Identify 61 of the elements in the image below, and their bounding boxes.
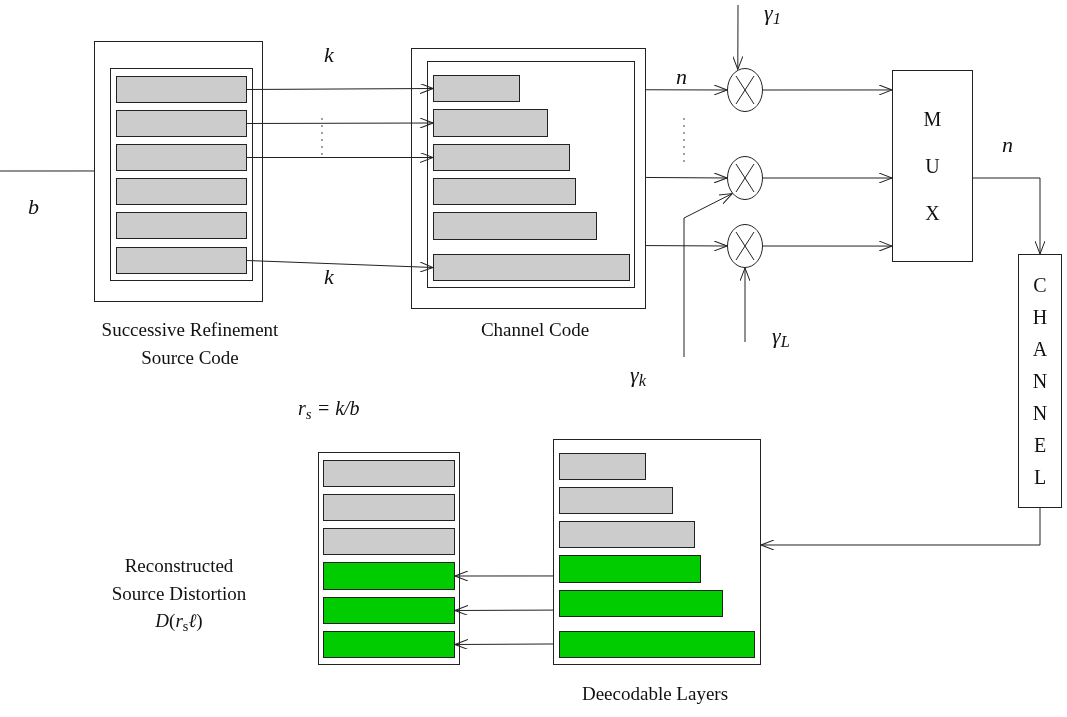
arrow (762, 172, 893, 184)
channel-box (1018, 254, 1062, 508)
layer-bar (116, 76, 247, 103)
layer-bar (433, 254, 630, 281)
arrow (762, 84, 893, 96)
arrow (972, 177, 1046, 255)
layer-bar (116, 110, 247, 137)
layer-bar (323, 597, 455, 624)
rate-formula: r$_{s}$ = k/b (298, 398, 360, 418)
mux-box (892, 70, 973, 262)
layer-bar (323, 631, 455, 658)
source-code-box (94, 41, 263, 302)
layer-bar (433, 144, 570, 171)
reconstructed-box (318, 452, 460, 665)
layer-bar (559, 590, 723, 617)
layer-bar (433, 109, 548, 137)
arrow (762, 240, 893, 252)
layer-bar (559, 453, 646, 480)
layer-bar (116, 212, 247, 239)
arrow (645, 172, 728, 184)
box-caption: Deecodable Layers (580, 682, 730, 706)
arrow (739, 267, 751, 343)
layer-bar (559, 631, 755, 658)
multiplier-circle (727, 68, 763, 112)
arrow (246, 152, 434, 163)
layer-bar (559, 487, 673, 514)
layer-bar (116, 247, 247, 274)
layer-bar (116, 144, 247, 171)
layer-bar (559, 555, 701, 583)
layer-bar (433, 75, 520, 102)
arrow (454, 638, 554, 650)
layer-bar (116, 178, 247, 205)
arrow (645, 240, 728, 252)
arrow (760, 507, 1041, 551)
layer-bar (323, 494, 455, 521)
arrow (732, 4, 744, 70)
layer-bar (433, 178, 576, 205)
layer-bar (433, 212, 597, 240)
arrow (683, 193, 733, 358)
box-caption: Reconstructed Source Distortion D(r$_{s}$ℓ) (110, 554, 248, 635)
inner-box (110, 68, 253, 281)
arrow (246, 83, 434, 95)
arrow (246, 117, 434, 129)
arrow (645, 84, 728, 96)
layer-bar (323, 562, 455, 590)
vertical-label: CHANNEL (1031, 273, 1049, 490)
box-caption: Successive Refinement Source Code (100, 318, 280, 370)
multiplier-circle (727, 156, 763, 200)
multiplier-circle (727, 224, 763, 268)
channel-code-box (411, 48, 646, 309)
inner-box (427, 61, 635, 288)
vertical-label: MUX (922, 106, 943, 226)
arrow (454, 570, 554, 582)
layer-bar (323, 528, 455, 555)
arrow (454, 604, 554, 616)
arrow (246, 260, 434, 273)
connector-line (0, 170, 95, 172)
box-caption: Channel Code (479, 318, 591, 342)
layer-bar (559, 521, 695, 548)
decodable-layers-box (553, 439, 761, 665)
layer-bar (323, 460, 455, 487)
